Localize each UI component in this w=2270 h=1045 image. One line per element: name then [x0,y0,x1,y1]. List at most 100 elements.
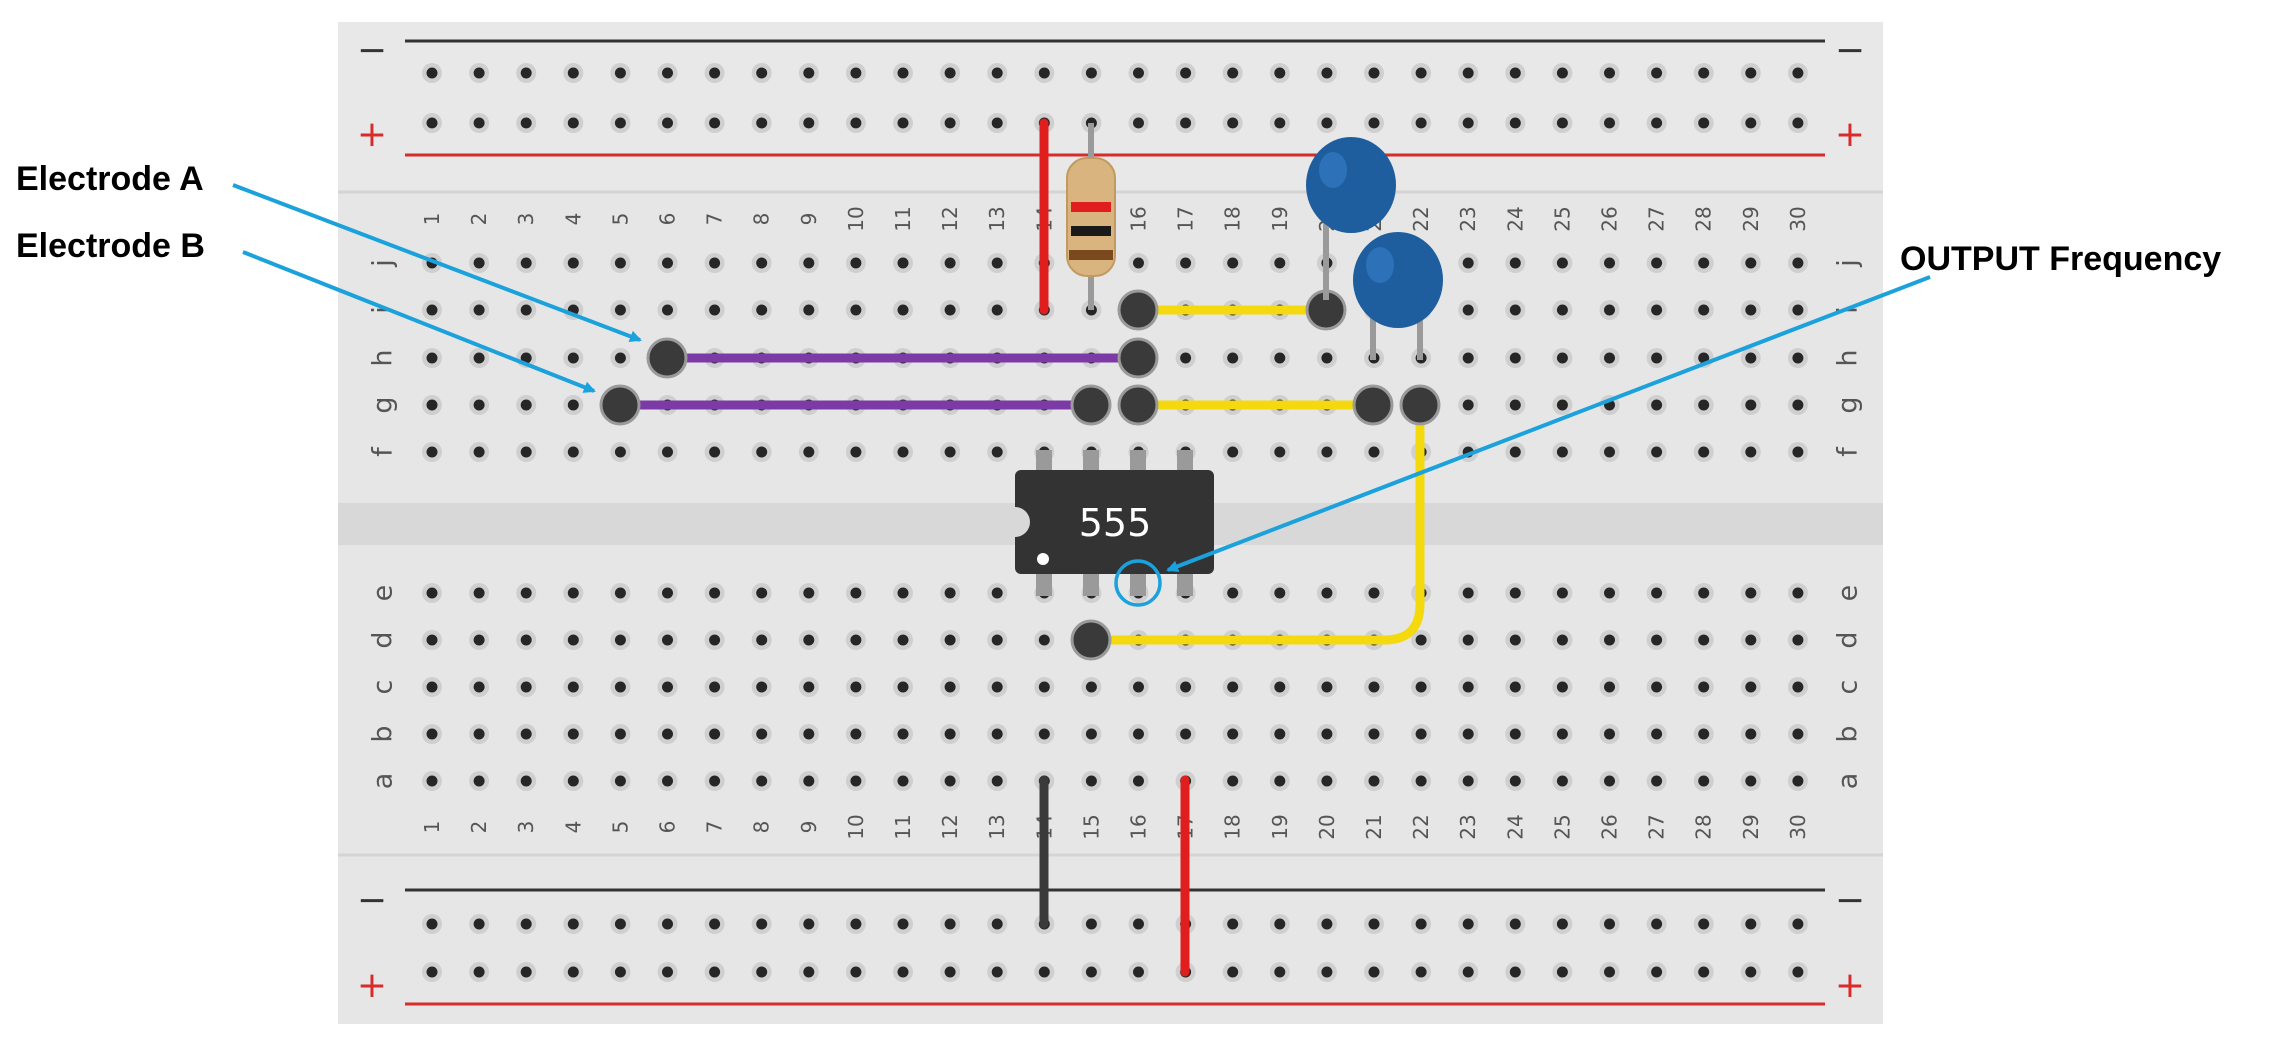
breadboard-hole-socket [1509,304,1521,316]
capacitor-1 [1306,137,1396,300]
breadboard-hole-socket [1321,67,1333,79]
breadboard-hole-socket [426,775,438,787]
row-letter: c [368,680,399,695]
breadboard-hole-socket [1133,257,1144,269]
column-number: 27 [1645,814,1669,839]
chip-pin [1130,450,1146,474]
breadboard-hole-socket [803,681,815,693]
breadboard-hole-socket [1792,352,1804,364]
breadboard-hole-socket [1321,446,1333,458]
breadboard-hole-socket [756,117,768,129]
annotations: Electrode A Electrode B OUTPUT Frequency [16,160,2221,607]
wires [615,118,1425,977]
breadboard-hole-socket [756,67,768,79]
breadboard-hole-socket [803,257,815,269]
breadboard-hole-socket [1085,728,1097,740]
breadboard-hole-socket [1321,352,1333,364]
breadboard-hole-socket [1368,117,1380,129]
rail-minus-sign: − [1835,30,1865,71]
breadboard-hole-socket [1274,966,1286,978]
breadboard-hole-socket [803,775,815,787]
breadboard-hole-socket [709,634,721,646]
breadboard-hole-socket [1509,352,1521,364]
breadboard-hole-socket [1321,728,1333,740]
breadboard-hole-socket [520,117,532,129]
breadboard-hole-socket [1745,918,1757,930]
breadboard-hole-socket [991,446,1003,458]
breadboard-hole-socket [1556,587,1568,599]
breadboard-hole-socket [1180,257,1192,269]
breadboard-hole-socket [662,587,673,599]
row-letter: j [368,259,399,268]
rail-minus-sign: − [357,880,387,921]
chip-pin [1177,572,1193,596]
breadboard-hole-socket [1651,966,1663,978]
breadboard-hole-socket [709,681,721,693]
breadboard-hole-socket [473,304,485,316]
breadboard-hole-socket [709,728,721,740]
breadboard-hole-socket [520,775,532,787]
column-number: 7 [703,821,727,834]
breadboard-hole-socket [1368,587,1380,599]
column-number: 11 [891,814,915,839]
breadboard-hole-socket [1509,918,1521,930]
breadboard-hole-socket [1227,681,1239,693]
breadboard-hole-socket [1556,399,1568,411]
breadboard-hole-socket [1415,67,1427,79]
breadboard-hole-socket [1415,117,1427,129]
breadboard-hole-socket [1745,728,1757,740]
breadboard-hole-socket [897,117,909,129]
breadboard-hole-socket [1792,966,1804,978]
breadboard-hole-socket [1274,728,1286,740]
column-number: 16 [1127,814,1151,839]
breadboard-hole-socket [1698,775,1710,787]
breadboard-hole-socket [1792,775,1804,787]
breadboard-hole-socket [473,399,485,411]
column-number: 15 [1079,814,1103,839]
row-letter: g [368,396,399,413]
breadboard-hole-socket [897,587,909,599]
breadboard-hole-socket [1274,446,1286,458]
column-number: 1 [420,213,444,226]
column-number: 24 [1503,814,1527,839]
breadboard-hole-socket [1556,117,1568,129]
breadboard-hole-socket [1462,117,1474,129]
row-letter: e [368,585,399,602]
row-letter: j [1833,259,1864,268]
breadboard-hole-socket [567,966,579,978]
row-letter: d [1833,631,1864,648]
row-letter: a [1833,773,1864,790]
resistor-band-black [1071,226,1111,236]
breadboard-hole-socket [1604,681,1615,693]
breadboard-hole-socket [1085,681,1097,693]
breadboard-hole-socket [662,634,673,646]
breadboard-hole-socket [944,728,956,740]
breadboard-hole-socket [803,918,815,930]
breadboard-hole-socket [1651,587,1663,599]
breadboard-hole-socket [1462,352,1474,364]
breadboard-hole-socket [1651,304,1663,316]
breadboard-hole-socket [1698,681,1710,693]
chip-pin [1036,450,1052,474]
breadboard-hole-socket [1509,587,1521,599]
breadboard-hole-socket [1556,446,1568,458]
breadboard-hole-socket [1227,117,1239,129]
breadboard-hole-socket [520,67,532,79]
breadboard-hole-socket [756,728,768,740]
breadboard-hole-socket [1227,587,1239,599]
breadboard-hole-socket [1462,728,1474,740]
row-letter: e [1833,585,1864,602]
breadboard-hole-socket [662,681,673,693]
breadboard-hole-socket [1509,67,1521,79]
breadboard-hole-socket [1133,117,1144,129]
column-number: 27 [1645,206,1669,231]
breadboard-hole-socket [520,966,532,978]
column-number: 17 [1174,206,1198,231]
breadboard-hole-socket [709,67,721,79]
wire-end [1352,384,1394,426]
wire-end [646,337,688,379]
breadboard-hole-socket [1038,634,1050,646]
breadboard-hole-socket [1180,67,1192,79]
row-letter: i [368,306,399,314]
breadboard-hole-socket [709,257,721,269]
